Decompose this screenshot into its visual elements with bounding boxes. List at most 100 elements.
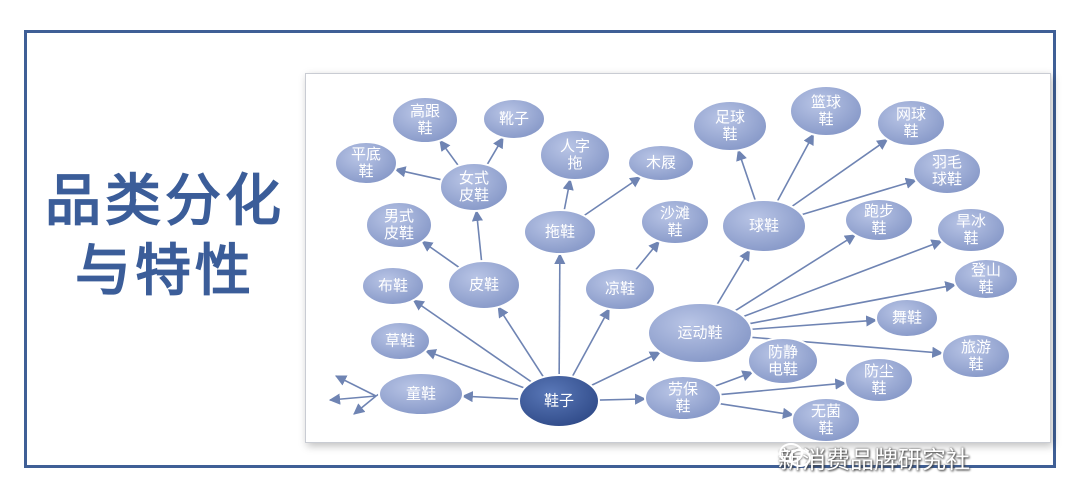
edge-ball_shoes-tennis [791, 138, 889, 208]
node-shape-men-leather [365, 201, 433, 249]
node-shape-badminton [912, 147, 982, 195]
node-beach-shoes: 沙滩鞋 [640, 199, 710, 245]
node-hiking: 旅游鞋 [941, 333, 1011, 379]
node-shape-clogs [627, 144, 695, 182]
node-sports: 运动鞋 [647, 302, 753, 364]
node-shape-basketball [789, 85, 863, 137]
node-shape-boots [482, 98, 546, 140]
node-shape-ice-skates [936, 207, 1006, 253]
edge-root-sandals [571, 307, 610, 377]
watermark: 新消费品牌研究社 [778, 442, 970, 474]
node-label-tennis: 网球 [896, 105, 926, 123]
node-flip-flops: 人字拖 [539, 129, 611, 181]
node-label-climbing: 鞋 [978, 278, 993, 296]
node-label-cloth: 布鞋 [378, 277, 408, 295]
node-cloth: 布鞋 [361, 266, 425, 306]
title-line-2: 与特性 [75, 238, 255, 304]
node-kids: 童鞋 [378, 372, 464, 416]
node-running: 跑步鞋 [844, 198, 914, 242]
edge-kids-extra-2 [353, 395, 377, 415]
node-label-ball-shoes: 球鞋 [749, 217, 779, 235]
node-football: 足球鞋 [692, 100, 768, 152]
edge-root-sports [590, 351, 662, 387]
node-shape-heels [391, 96, 459, 144]
node-label-boots: 靴子 [499, 110, 529, 128]
node-flats: 平底鞋 [334, 141, 398, 185]
node-sterile: 无菌鞋 [791, 397, 861, 442]
edge-kids-extra-0 [334, 375, 377, 397]
node-shape-slippers [523, 209, 597, 255]
diagram-panel: 皮鞋女式皮鞋男式皮鞋高跟鞋靴子平底鞋拖鞋人字拖木屐凉鞋沙滩鞋球鞋足球鞋篮球鞋网球… [305, 73, 1051, 443]
node-shape-dance [875, 298, 939, 338]
node-label-hiking: 鞋 [968, 355, 983, 373]
edge-ball_shoes-football [736, 149, 757, 201]
node-shape-leather [447, 260, 521, 310]
edge-leather-women_leather [471, 209, 484, 262]
node-label-labor: 鞋 [675, 397, 690, 415]
node-label-women-leather: 皮鞋 [459, 186, 489, 204]
node-shape-dustproof [844, 357, 914, 403]
edge-labor-dustproof [720, 378, 847, 396]
node-shape-root [518, 374, 600, 428]
edge-ball_shoes-badminton [801, 177, 918, 216]
node-label-sterile: 无菌 [811, 402, 841, 420]
edge-sandals-beach_shoes [634, 240, 660, 271]
edge-slippers-flip_flops [562, 178, 574, 211]
node-label-sandals: 凉鞋 [605, 280, 635, 298]
node-dustproof: 防尘鞋 [844, 357, 914, 403]
page-title: 品类分化 与特性 [40, 166, 290, 306]
edge-sports-climbing [749, 281, 957, 325]
node-shape-ball-shoes [721, 199, 807, 253]
edge-ball_shoes-basketball [776, 133, 815, 202]
node-label-basketball: 鞋 [818, 110, 833, 128]
node-label-heels: 高跟 [410, 102, 440, 120]
node-shape-football [692, 100, 768, 152]
edge-women_leather-flats [394, 166, 442, 181]
node-label-beach-shoes: 沙滩 [660, 204, 690, 222]
title-line-1: 品类分化 [45, 168, 285, 234]
node-label-running: 跑步 [864, 202, 894, 220]
node-label-labor: 劳保 [668, 380, 698, 398]
node-shape-labor [644, 375, 722, 421]
node-shape-sterile [791, 397, 861, 442]
node-basketball: 篮球鞋 [789, 85, 863, 137]
node-label-running: 鞋 [871, 219, 886, 237]
node-heels: 高跟鞋 [391, 96, 459, 144]
node-label-beach-shoes: 鞋 [667, 221, 682, 239]
edge-kids-extra-1 [328, 393, 377, 405]
node-label-dance: 舞鞋 [892, 309, 922, 327]
node-label-women-leather: 女式 [459, 169, 489, 187]
node-straw: 草鞋 [369, 321, 431, 361]
node-label-badminton: 球鞋 [932, 170, 962, 188]
node-shape-antistatic [747, 337, 819, 385]
node-shape-hiking [941, 333, 1011, 379]
node-root: 鞋子 [518, 374, 600, 428]
edge-sports-dance [751, 315, 878, 331]
node-label-ice-skates: 旱冰 [956, 212, 986, 230]
node-label-dustproof: 鞋 [871, 379, 886, 397]
node-shape-kids [378, 372, 464, 416]
node-label-straw: 草鞋 [385, 332, 415, 350]
node-shape-tennis [876, 99, 946, 147]
node-shape-beach-shoes [640, 199, 710, 245]
node-shape-straw [369, 321, 431, 361]
node-shape-cloth [361, 266, 425, 306]
node-shape-running [844, 198, 914, 242]
node-label-flats: 鞋 [358, 162, 373, 180]
node-label-sterile: 鞋 [818, 419, 833, 437]
node-shape-sports [647, 302, 753, 364]
node-shape-flats [334, 141, 398, 185]
node-label-flip-flops: 人字 [560, 137, 590, 155]
node-clogs: 木屐 [627, 144, 695, 182]
node-label-leather: 皮鞋 [469, 276, 499, 294]
edge-sports-ball_shoes [716, 249, 751, 306]
node-label-football: 足球 [715, 108, 745, 126]
shoe-category-diagram: 皮鞋女式皮鞋男式皮鞋高跟鞋靴子平底鞋拖鞋人字拖木屐凉鞋沙滩鞋球鞋足球鞋篮球鞋网球… [328, 85, 1019, 442]
node-label-flip-flops: 拖 [567, 154, 582, 172]
node-ice-skates: 旱冰鞋 [936, 207, 1006, 253]
node-label-football: 鞋 [722, 125, 737, 143]
node-label-clogs: 木屐 [646, 154, 676, 172]
